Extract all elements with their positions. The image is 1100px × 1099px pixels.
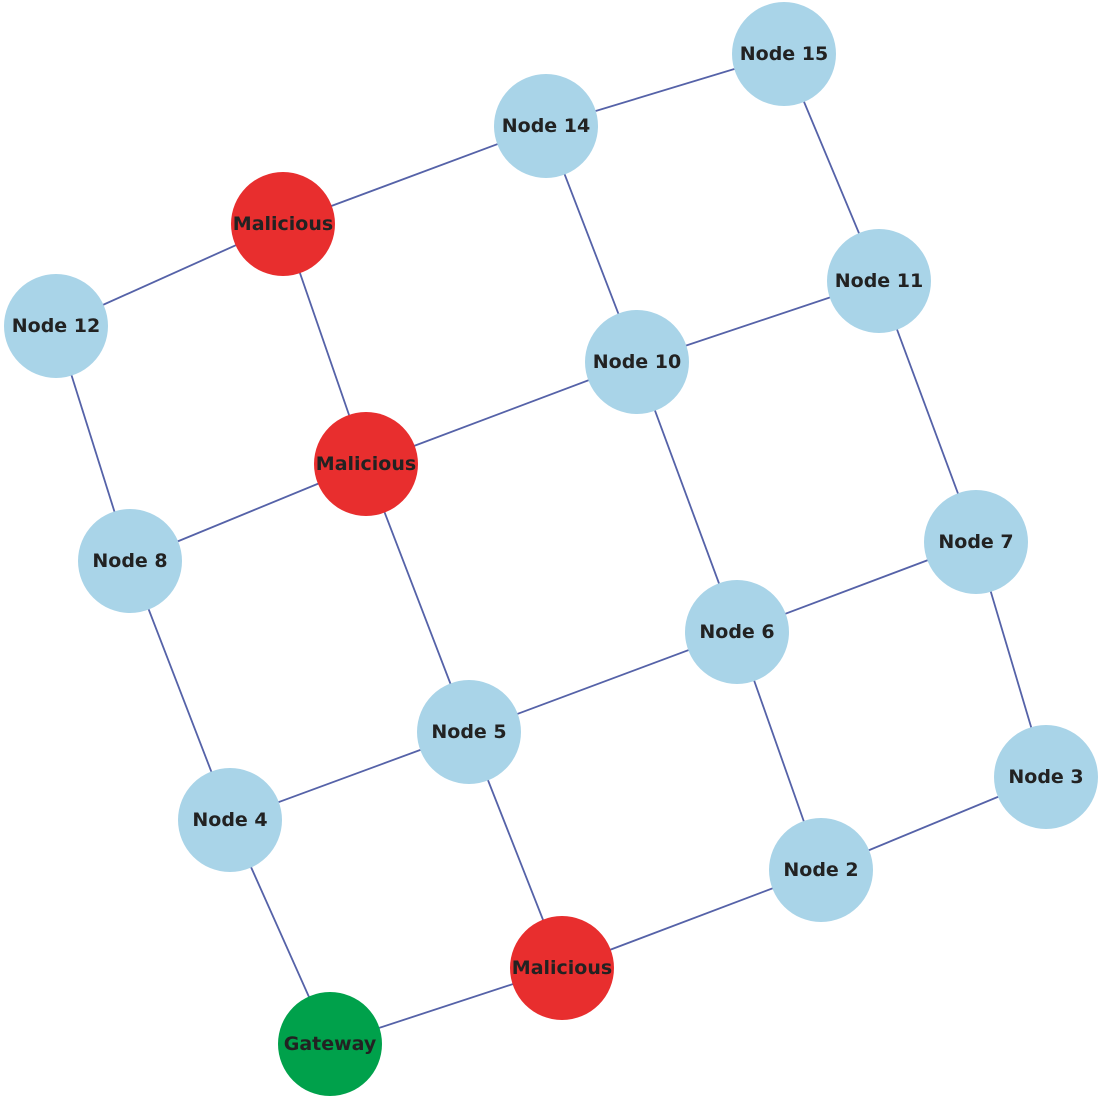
node-8-circle bbox=[78, 509, 182, 613]
node-6-circle bbox=[685, 580, 789, 684]
node-15[interactable]: Node 15 bbox=[732, 2, 836, 106]
node-4-circle bbox=[178, 768, 282, 872]
node-malicious-1[interactable]: Malicious bbox=[510, 916, 614, 1020]
node-7[interactable]: Node 7 bbox=[924, 490, 1028, 594]
node-11-circle bbox=[827, 229, 931, 333]
node-2[interactable]: Node 2 bbox=[769, 818, 873, 922]
node-malicious-13-circle bbox=[231, 172, 335, 276]
node-gateway-circle bbox=[278, 992, 382, 1096]
node-12-label: Node 12 bbox=[12, 315, 101, 337]
node-7-label: Node 7 bbox=[938, 531, 1013, 553]
node-malicious-1-circle bbox=[510, 916, 614, 1020]
node-11-label: Node 11 bbox=[835, 270, 924, 292]
node-gateway[interactable]: Gateway bbox=[278, 992, 382, 1096]
node-4-label: Node 4 bbox=[192, 809, 267, 831]
node-malicious-13[interactable]: Malicious bbox=[231, 172, 335, 276]
node-12-circle bbox=[4, 274, 108, 378]
node-malicious-9-circle bbox=[314, 412, 418, 516]
node-8-label: Node 8 bbox=[92, 550, 167, 572]
node-10-label: Node 10 bbox=[593, 351, 682, 373]
nodes-layer: Gateway Malicious Node 2 Node 3 Node 4 N… bbox=[4, 2, 1098, 1096]
node-3-label: Node 3 bbox=[1008, 766, 1083, 788]
node-14-circle bbox=[494, 74, 598, 178]
node-5-label: Node 5 bbox=[431, 721, 506, 743]
node-2-circle bbox=[769, 818, 873, 922]
node-4[interactable]: Node 4 bbox=[178, 768, 282, 872]
node-malicious-9-label: Malicious bbox=[316, 453, 416, 475]
node-14-label: Node 14 bbox=[502, 115, 591, 137]
node-10[interactable]: Node 10 bbox=[585, 310, 689, 414]
node-11[interactable]: Node 11 bbox=[827, 229, 931, 333]
node-15-circle bbox=[732, 2, 836, 106]
node-10-circle bbox=[585, 310, 689, 414]
node-gateway-label: Gateway bbox=[284, 1033, 377, 1055]
node-3-circle bbox=[994, 725, 1098, 829]
node-3[interactable]: Node 3 bbox=[994, 725, 1098, 829]
node-malicious-1-label: Malicious bbox=[512, 957, 612, 979]
node-12[interactable]: Node 12 bbox=[4, 274, 108, 378]
node-5[interactable]: Node 5 bbox=[417, 680, 521, 784]
node-14[interactable]: Node 14 bbox=[494, 74, 598, 178]
node-malicious-9[interactable]: Malicious bbox=[314, 412, 418, 516]
node-7-circle bbox=[924, 490, 1028, 594]
node-malicious-13-label: Malicious bbox=[233, 213, 333, 235]
node-8[interactable]: Node 8 bbox=[78, 509, 182, 613]
node-2-label: Node 2 bbox=[783, 859, 858, 881]
node-6-label: Node 6 bbox=[699, 621, 774, 643]
node-5-circle bbox=[417, 680, 521, 784]
node-15-label: Node 15 bbox=[740, 43, 829, 65]
node-6[interactable]: Node 6 bbox=[685, 580, 789, 684]
edges-layer bbox=[55, 53, 1047, 1045]
